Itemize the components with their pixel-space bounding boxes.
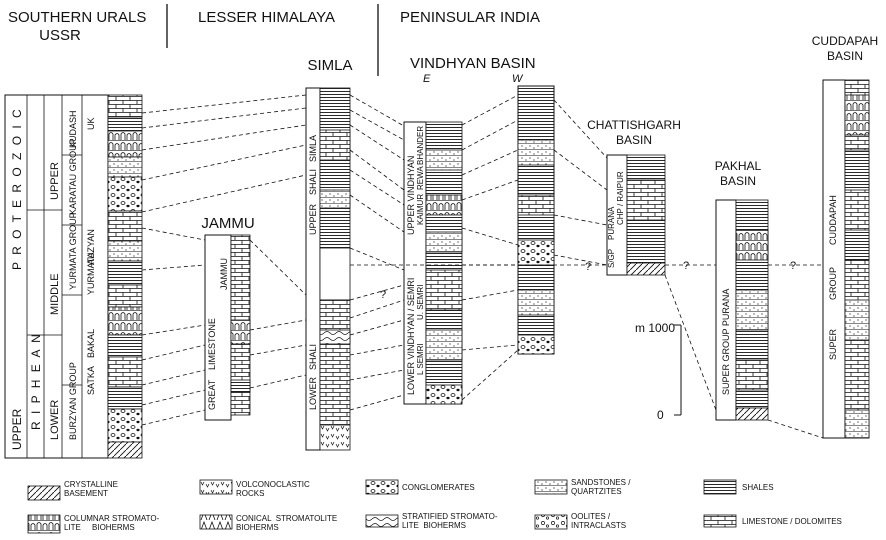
simla-shali-l: SHALI — [308, 344, 318, 370]
vindhyan-rewa: REWA — [416, 166, 425, 190]
simla-simla: SIMLA — [308, 135, 318, 162]
legend-swatch-columnar — [28, 515, 60, 533]
legend-swatch-conical — [200, 515, 232, 529]
legend-label-conglomerates: CONGLOMERATES — [402, 483, 475, 492]
scale-bar — [674, 325, 681, 415]
section-simla: SIMLA — [307, 57, 352, 74]
legend-label-limestone: LIMESTONE / DOLOMITES — [742, 517, 842, 526]
vindhyan-l-semri: L SEMRI — [416, 343, 425, 375]
scale-label-bottom: 0 — [657, 408, 664, 422]
urals-yurmata: YURMATA — [86, 252, 96, 295]
vindhyan-kaimur: KAIMUR — [416, 194, 425, 225]
legend-label-columnar: COLUMNAR STROMATO- LITE BIOHERMS — [64, 514, 159, 532]
urals-uk: UK — [86, 117, 96, 130]
jammu-limestone: LIMESTONE — [207, 318, 217, 370]
jammu-jammu: JAMMU — [219, 258, 229, 290]
legend-swatch-crystalline — [28, 486, 60, 500]
legend-label-sandstones: SANDSTONES / QUARTZITES — [571, 478, 630, 496]
legend-swatch-oolites — [535, 515, 567, 529]
urals-yurmata-group: YURMATA GROUP — [68, 212, 78, 290]
section-chattisgarh: CHATTISHGARH — [587, 118, 681, 132]
region-peninsular-india: PENINSULAR INDIA — [400, 9, 540, 26]
region-lesser-himalaya: LESSER HIMALAYA — [198, 9, 335, 26]
section-pakhal-basin: BASIN — [720, 174, 756, 188]
cuddapah-column — [823, 80, 869, 438]
cuddapah-super: SUPER — [828, 328, 838, 360]
urals-proterozoic: P R O T E R O Z O I C — [10, 107, 24, 270]
question-mark-1: ? — [380, 289, 386, 301]
legend-label-oolites: OOLITES / INTRACLASTS — [571, 512, 626, 530]
region-southern-urals: SOUTHERN URALS — [8, 9, 146, 26]
vindhyan-w-column — [518, 86, 554, 354]
legend-label-volcanoclastic: VOLCONOCLASTIC ROCKS — [236, 480, 310, 498]
section-vindhyan: VINDHYAN BASIN — [410, 55, 536, 72]
chattisgarh-chp: CHP / RAIPUR — [616, 171, 625, 225]
chattisgarh-purana: PURANA — [607, 206, 616, 240]
urals-satka: SATKA — [86, 366, 96, 395]
cuddapah-cuddapah: CUDDAPAH — [828, 195, 838, 245]
simla-lower: LOWER — [308, 376, 318, 410]
legend-swatch-sandstones — [535, 480, 567, 494]
urals-bakal: BAKAL — [86, 329, 96, 358]
vindhyan-bhander: BHANDER — [416, 126, 425, 165]
urals-upper: UPPER — [10, 408, 24, 450]
legend-label-conical: CONICAL STROMATOLITE BIOHERMS — [236, 514, 337, 532]
chattisgarh-sgp: S/GP — [607, 249, 616, 268]
urals-burzyan: BURZYAN GROUP — [68, 362, 78, 440]
jammu-great: GREAT — [207, 379, 217, 410]
vindhyan-e: E — [423, 73, 431, 85]
legend-swatch-volcanoclastic — [200, 480, 232, 494]
urals-lower: LOWER — [49, 400, 61, 440]
scale-label-top: m 1000 — [635, 321, 675, 335]
urals-riphean: R I P H E A N — [29, 332, 43, 430]
question-mark-3: ? — [683, 260, 689, 272]
simla-shali-u: SHALI — [308, 169, 318, 195]
legend-swatch-conglomerates — [366, 480, 398, 494]
region-ussr: USSR — [39, 27, 81, 44]
urals-karatau: KARATAU GROUP — [68, 138, 78, 215]
section-jammu: JAMMU — [201, 215, 254, 232]
urals-upper-r: UPPER — [49, 162, 61, 200]
section-cuddapah-basin: BASIN — [827, 49, 863, 63]
section-cuddapah: CUDDAPAH — [812, 34, 878, 48]
legend-swatch-shales — [704, 480, 736, 494]
question-mark-2: ? — [585, 261, 591, 273]
vindhyan-w: W — [512, 73, 524, 85]
legend-swatch-stratified — [366, 515, 398, 527]
cuddapah-group: GROUP — [828, 267, 838, 300]
urals-middle: MIDDLE — [49, 273, 61, 315]
pakhal-super-group: SUPER GROUP PURANA — [721, 289, 731, 395]
legend-label-stratified: STRATIFIED STROMATO- LITE BIOHERMS — [402, 512, 498, 530]
simla-upper: UPPER — [308, 203, 318, 235]
section-chattisgarh-basin: BASIN — [616, 133, 652, 147]
vindhyan-lower: LOWER VINDHYAN / SEMRI — [406, 278, 416, 395]
vindhyan-upper: UPPER VINDHYAN — [406, 156, 416, 235]
legend-label-shales: SHALES — [742, 483, 774, 492]
section-pakhal: PAKHAL — [715, 159, 762, 173]
question-mark-4: ? — [790, 260, 796, 272]
legend-swatch-limestone — [704, 515, 736, 527]
vindhyan-u-semri: U. SEMRI — [416, 284, 425, 320]
legend-label-crystalline: CRYSTALLINE BASEMENT — [64, 480, 118, 498]
